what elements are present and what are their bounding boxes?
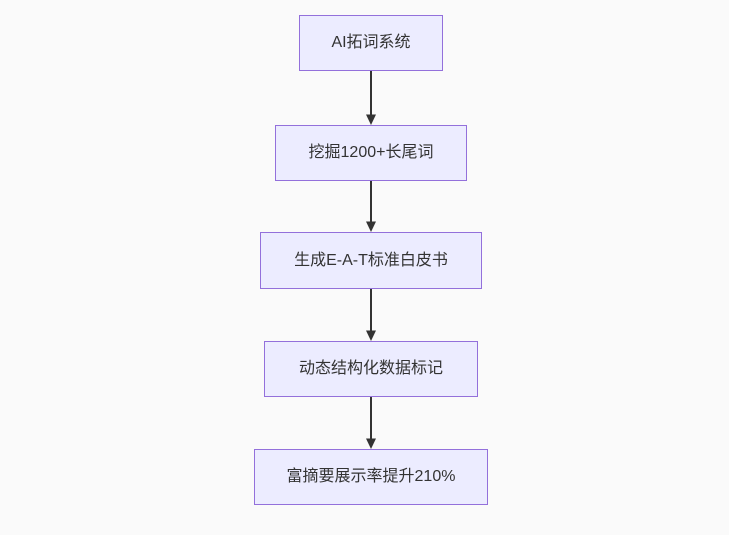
flow-node-label: 挖掘1200+长尾词 <box>308 144 434 162</box>
flow-node-label: 动态结构化数据标记 <box>298 360 443 378</box>
flow-arrow-4 <box>366 397 376 449</box>
flow-arrow-2 <box>366 181 376 232</box>
flow-arrow-1 <box>366 71 376 125</box>
flow-node-longtail-mining: 挖掘1200+长尾词 <box>275 125 467 181</box>
flow-node-rich-snippet-result: 富摘要展示率提升210% <box>254 449 488 505</box>
flow-node-eat-whitepaper: 生成E-A-T标准白皮书 <box>260 232 482 289</box>
flow-node-ai-word-system: AI拓词系统 <box>299 15 443 71</box>
flow-node-label: 富摘要展示率提升210% <box>286 468 456 486</box>
flow-arrow-3 <box>366 289 376 341</box>
flow-node-label: 生成E-A-T标准白皮书 <box>294 251 448 269</box>
flow-node-structured-data-markup: 动态结构化数据标记 <box>264 341 478 397</box>
flow-node-label: AI拓词系统 <box>331 34 411 52</box>
